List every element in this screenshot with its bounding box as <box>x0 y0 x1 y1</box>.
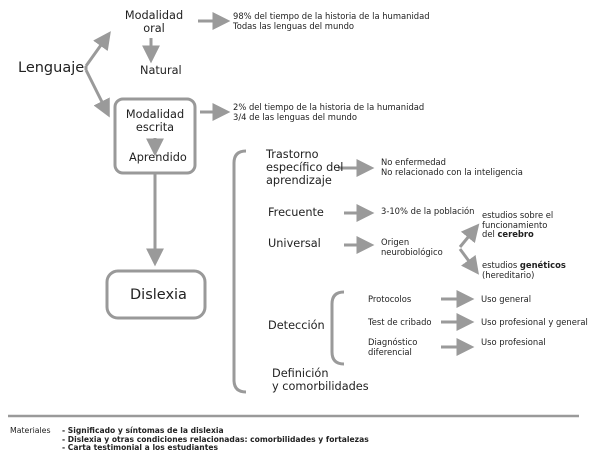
cerebro-note: estudios sobre el funcionamiento del cer… <box>482 210 554 240</box>
natural-label: Natural <box>140 64 182 77</box>
trastorno-label: Trastorno específico del aprendizaje <box>266 148 343 187</box>
genes-note: estudios genéticos (hereditario) <box>482 260 566 280</box>
arrow-lenguaje-to-oral <box>84 31 111 67</box>
deteccion-label: Detección <box>268 319 325 332</box>
origin-line2: neurobiológico <box>381 246 443 257</box>
aprendido-label: Aprendido <box>129 151 187 164</box>
universal-label: Universal <box>268 237 321 250</box>
written-title-line1: Modalidad <box>125 108 185 121</box>
detection-result-protocolos: Uso general <box>481 294 532 304</box>
oral-note: 98% del tiempo de la historia de la huma… <box>233 11 430 31</box>
main-bracket <box>232 149 247 394</box>
material-item-1[interactable]: - Significado y síntomas de la dislexia <box>62 426 224 435</box>
material-item-2[interactable]: - Dislexia y otras condiciones relaciona… <box>62 434 369 444</box>
definicion-line2: y comorbilidades <box>272 379 369 393</box>
trastorno-line3: aprendizaje <box>266 173 332 187</box>
detection-result-test: Uso profesional y general <box>481 317 588 327</box>
oral-modality-title: Modalidad oral <box>124 9 184 35</box>
detection-item-test: Test de cribado <box>368 317 432 327</box>
written-modality-box <box>113 97 197 175</box>
written-note-line2: 3/4 de las lenguas del mundo <box>233 111 357 122</box>
cerebro-line3: del cerebro <box>482 229 553 240</box>
origin-line1: Origen <box>381 237 410 247</box>
written-title-line2: escrita <box>135 120 175 134</box>
genes-bold: genéticos <box>519 260 566 270</box>
genes-line2: (hereditario) <box>482 269 535 280</box>
detection-item-protocolos: Protocolos <box>368 294 412 304</box>
cerebro-line2: funcionamiento <box>482 219 548 230</box>
cerebro-line1: estudios sobre el <box>482 210 554 220</box>
detection-result-diagnostico: Uso profesional <box>481 337 546 347</box>
root-lenguaje: Lenguaje <box>18 60 85 76</box>
diagnostico-line2: diferencial <box>368 346 412 357</box>
cerebro-bold: cerebro <box>497 229 534 240</box>
trastorno-note-line2: No relacionado con la inteligencia <box>381 166 523 177</box>
frecuente-note: 3-10% de la población <box>381 206 475 216</box>
material-item-3[interactable]: - Carta testimonial a los estudiantes <box>62 443 219 453</box>
footer-materials: - Significado y síntomas de la dislexia … <box>62 426 369 453</box>
oral-title-line2: oral <box>143 21 165 35</box>
cerebro-prefix: del <box>482 229 495 240</box>
oral-note-line2: Todas las lenguas del mundo <box>233 20 355 31</box>
written-note: 2% del tiempo de la historia de la human… <box>233 102 425 122</box>
trastorno-note: No enfermedad No relacionado con la inte… <box>381 157 523 177</box>
written-note-line1: 2% del tiempo de la historia de la human… <box>233 102 425 112</box>
origin-note: Origen neurobiológico <box>381 237 443 257</box>
frecuente-label: Frecuente <box>268 206 324 219</box>
oral-note-line1: 98% del tiempo de la historia de la huma… <box>233 11 430 21</box>
diagnostico-line1: Diagnóstico <box>368 337 418 347</box>
arrow-origin-to-cerebro <box>458 223 480 248</box>
definicion-label: Definición y comorbilidades <box>272 367 369 393</box>
genes-line1: estudios genéticos <box>482 260 566 271</box>
trastorno-line1: Trastorno <box>266 148 319 161</box>
trastorno-line2: específico del <box>266 160 344 174</box>
footer-label: Materiales <box>10 426 51 435</box>
definicion-line1: Definición <box>272 367 329 380</box>
written-modality-title: Modalidad escrita <box>118 108 192 134</box>
arrow-lenguaje-to-written <box>84 69 110 118</box>
detection-item-diagnostico: Diagnóstico diferencial <box>368 337 418 357</box>
dyslexia-box <box>105 269 207 320</box>
arrow-origin-to-genes <box>458 248 479 275</box>
dyslexia-label: Dislexia <box>130 287 187 303</box>
detection-bracket <box>330 290 345 366</box>
trastorno-note-line1: No enfermedad <box>381 157 446 167</box>
genes-prefix: estudios <box>482 260 518 270</box>
oral-title-line1: Modalidad <box>124 9 184 22</box>
